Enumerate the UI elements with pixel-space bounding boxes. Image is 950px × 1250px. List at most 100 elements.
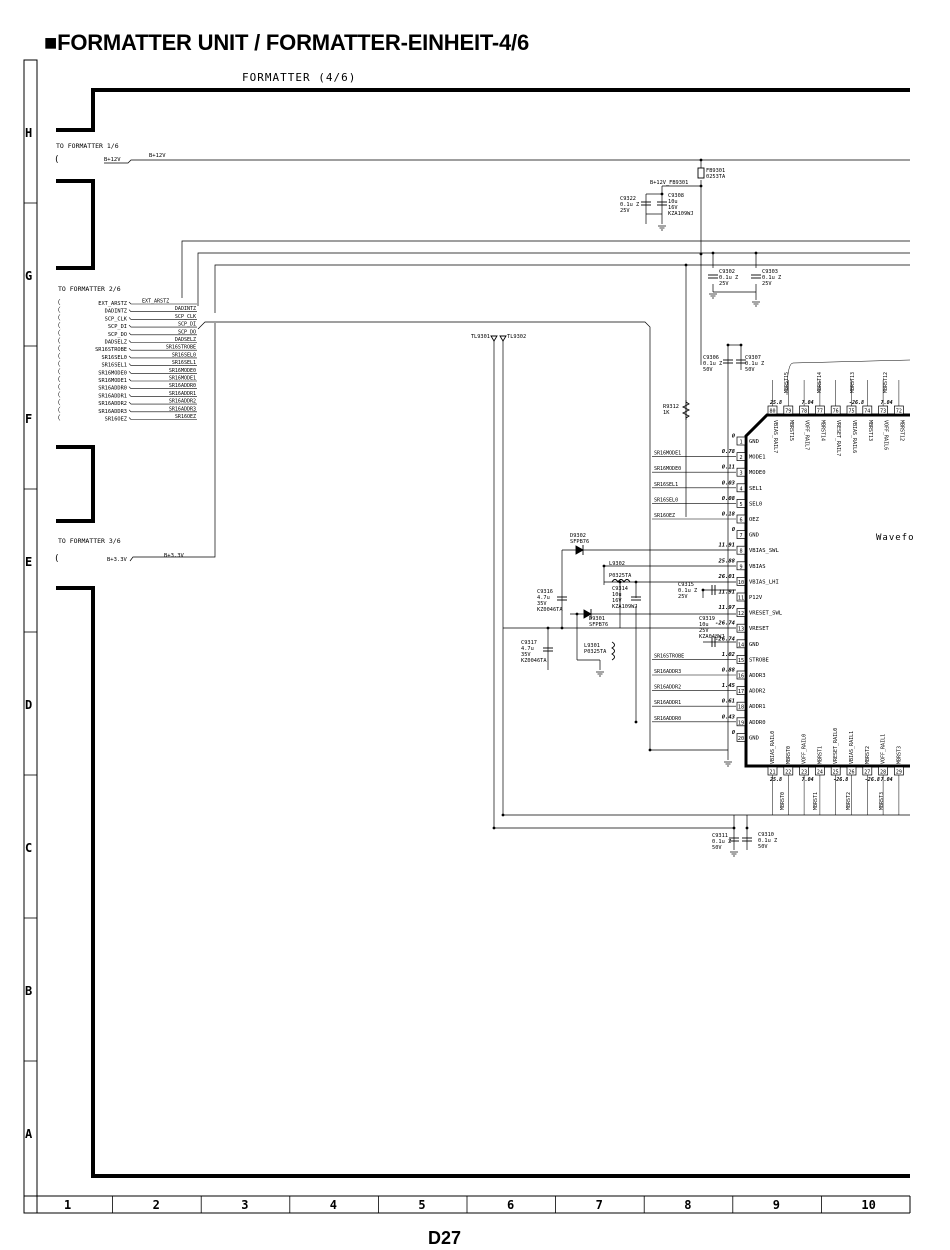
grid-row-label: C bbox=[25, 841, 32, 855]
ground-symbol bbox=[724, 761, 732, 767]
ic-top-pins: 80VBIAS_RAIL725.879MBRST1578VOFF_RAIL77.… bbox=[767, 359, 911, 456]
ic-pin-voltage: 1.45 bbox=[722, 683, 736, 689]
ic-outline bbox=[744, 413, 910, 768]
connector-2-wire bbox=[128, 417, 197, 420]
ic-pin-number: 29 bbox=[896, 770, 902, 776]
ic-pin-number: 15 bbox=[738, 658, 744, 664]
ic-pin-number: 26 bbox=[848, 770, 854, 776]
ic-pin-box bbox=[736, 483, 746, 493]
ic-pin-name: MBRST15 bbox=[788, 420, 794, 441]
connector-1-pin: B+12V bbox=[104, 157, 121, 163]
connector-2-wire bbox=[128, 401, 197, 405]
connector-2-wire bbox=[128, 340, 197, 343]
junction-dot bbox=[560, 626, 564, 630]
ic-pin-voltage: -26.8 bbox=[849, 400, 864, 406]
ic-pin-number: 10 bbox=[738, 580, 744, 586]
connector-2-pin-label: SR16MODE1 bbox=[98, 378, 127, 384]
ic-bottom-bus-label: MBRST3 bbox=[879, 792, 885, 810]
board-outline bbox=[56, 88, 910, 1178]
junction-dot bbox=[739, 343, 743, 347]
ic-pin-voltage: 0.88 bbox=[722, 668, 736, 674]
connector-2-wire bbox=[128, 347, 197, 351]
grid-column-label: 8 bbox=[684, 1198, 691, 1212]
label-fb9301: FB9301 bbox=[706, 168, 725, 174]
connector-2-bracket bbox=[58, 398, 61, 406]
connector-2-net-label: SR16ADDR0 bbox=[169, 383, 196, 389]
sheet-label: FORMATTER (4/6) bbox=[242, 71, 356, 84]
connector-2-net-label: DADINTZ bbox=[175, 306, 196, 312]
connector-2-bracket bbox=[58, 337, 61, 344]
label-l9301: P0325TA bbox=[584, 649, 607, 655]
ic-pin-number: 18 bbox=[738, 705, 744, 711]
ic-pin-voltage: 7.04 bbox=[802, 777, 814, 783]
junction-dot bbox=[492, 826, 496, 830]
net-b12v-fb9301: B+12V_FB9301 bbox=[650, 180, 688, 186]
ic-pin-number: 76 bbox=[833, 409, 839, 415]
ic-pin-number: 23 bbox=[801, 770, 807, 776]
label-c9311: 50V bbox=[712, 845, 722, 851]
ic-pin-number: 11 bbox=[738, 596, 744, 602]
junction-dot bbox=[575, 612, 579, 616]
ic-net-label: SR16ADDR0 bbox=[654, 716, 681, 722]
ic-pin-voltage: 7.04 bbox=[881, 777, 893, 783]
resistor-r9312 bbox=[681, 401, 691, 419]
ferrite-bead-fb9301 bbox=[697, 167, 705, 179]
ic-pin-name: ADDR3 bbox=[749, 673, 766, 679]
ic-pin-number: 72 bbox=[896, 409, 902, 415]
ic-bottom-bus-label: MBRST2 bbox=[846, 792, 852, 810]
grid-column-label: 5 bbox=[418, 1198, 425, 1212]
connector-3-bracket: ( bbox=[54, 554, 59, 564]
junction-dot bbox=[501, 813, 505, 817]
ic-pin-name: MBRST2 bbox=[865, 746, 871, 764]
ic-pin-box bbox=[736, 467, 746, 477]
connector-2-bracket bbox=[58, 329, 61, 336]
label-c9319: C9319 bbox=[699, 616, 715, 622]
connector-2-pin-label: DADINTZ bbox=[105, 309, 128, 315]
connector-2-wire bbox=[128, 309, 197, 313]
ic-pin-box bbox=[736, 592, 746, 602]
ic-pin-box bbox=[736, 514, 746, 524]
ic-pin-number: 19 bbox=[738, 720, 744, 726]
junction-dot bbox=[754, 251, 758, 255]
grid-column-label: 9 bbox=[773, 1198, 780, 1212]
junction-dot bbox=[701, 588, 705, 592]
connector-3-pin: B+3.3V bbox=[107, 557, 128, 563]
ic-pin-name: ADDR0 bbox=[749, 720, 766, 726]
ic-pin-voltage: -26.74 bbox=[715, 621, 736, 627]
ic-pin-name: SEL1 bbox=[749, 486, 762, 492]
test-point-tl9301 bbox=[490, 335, 498, 342]
ic-pin-name: VBIAS bbox=[749, 564, 766, 570]
connector-2-wire bbox=[128, 332, 197, 336]
capacitor-c9308 bbox=[657, 201, 667, 206]
grid-row-label: G bbox=[25, 269, 32, 283]
ic-pin-number: 73 bbox=[880, 409, 886, 415]
label-r9312: 1K bbox=[663, 410, 670, 416]
ic-pin-voltage: 0 bbox=[732, 730, 736, 736]
ic-pin-number: 13 bbox=[738, 627, 744, 633]
connector-2-bracket bbox=[58, 345, 61, 352]
ic-pin-name: VBIAS_LHI bbox=[749, 579, 779, 585]
junction-dot bbox=[546, 626, 550, 630]
ic-pin-box bbox=[736, 655, 746, 664]
connector-2-net-label: SR16ADDR3 bbox=[169, 406, 196, 412]
ic-pin-box bbox=[736, 452, 746, 461]
ic-pin-voltage: 11.91 bbox=[718, 590, 735, 596]
ic-pin-name: MBRST1 bbox=[817, 746, 823, 764]
page-title: ■FORMATTER UNIT / FORMATTER-EINHEIT-4/6 bbox=[44, 30, 529, 55]
connector-2-bracket bbox=[58, 368, 61, 375]
label-fb9301: 0253TA bbox=[706, 174, 726, 180]
connector-2-net-label: SR16SEL1 bbox=[172, 360, 196, 366]
grid-column-label: 1 bbox=[64, 1198, 71, 1212]
ic-top-bus-label: MBRST12 bbox=[883, 372, 889, 393]
connector-2-pin-label: SR16SEL0 bbox=[101, 355, 127, 361]
junction-dot bbox=[699, 252, 703, 256]
ic-pin-name: MBRST13 bbox=[867, 420, 873, 441]
connector-2-pin-label: DADSELZ bbox=[105, 340, 128, 346]
connector-2-pin-label: SR16ADDR2 bbox=[98, 401, 127, 407]
junction-dots bbox=[492, 158, 758, 830]
connector-2-net-label: DADSELZ bbox=[175, 337, 196, 343]
capacitor-c9314 bbox=[631, 596, 641, 601]
capacitor-c9311 bbox=[729, 837, 739, 842]
label-c9317: 4.7u bbox=[521, 646, 534, 652]
